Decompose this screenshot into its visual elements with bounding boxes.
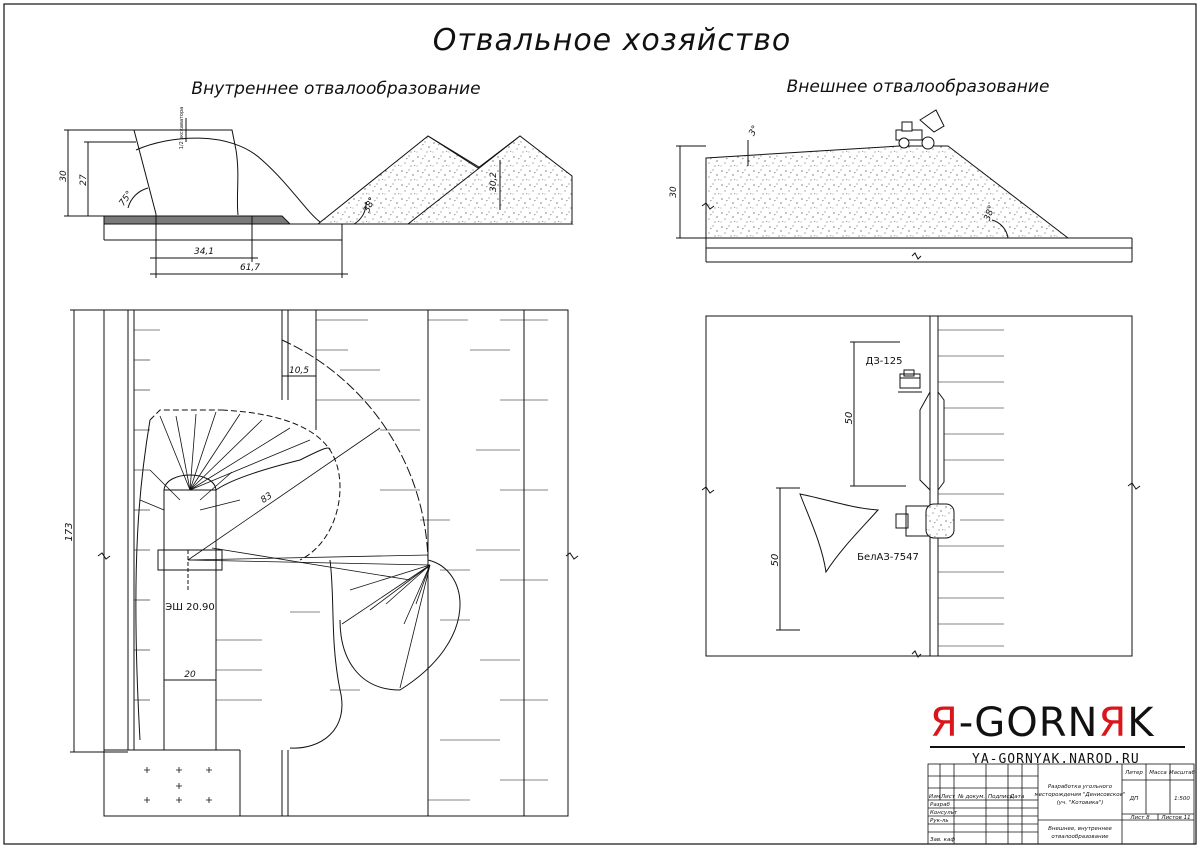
tb-project-2: месторождения "Денисовское": [1035, 792, 1126, 798]
left-section-title: Внутреннее отвалообразование: [191, 79, 480, 99]
logo-part-1: Я: [930, 700, 959, 746]
tb-rukov: Рук-ль: [930, 818, 949, 824]
dim-30-left: 30: [59, 170, 69, 182]
tb-podpis: Подпись: [988, 794, 1013, 800]
logo-part-3: Я: [1098, 700, 1128, 746]
logo-part-2: -GORN: [958, 700, 1099, 746]
dim-50-b: 50: [770, 554, 781, 567]
dim-173: 173: [64, 522, 75, 541]
tb-project-1: Разработка угольного: [1048, 784, 1113, 790]
logo-part-4: K: [1127, 700, 1155, 746]
bulldozer-icon: [895, 109, 945, 150]
logo-text: Я-GORNЯK: [930, 700, 1154, 746]
dim-30-2: 30,2: [489, 172, 499, 192]
dozer-icon: [898, 369, 922, 393]
title-block-text: Изм Лист № докум. Подпись Дата Разраб Ко…: [929, 770, 1196, 843]
dozer-label: ДЗ-125: [866, 356, 903, 367]
excavator-body: [163, 489, 217, 751]
excavator-label: ЭШ 20.90: [165, 602, 214, 613]
tb-h-litera: Литер: [1124, 770, 1143, 776]
coal-seam: [103, 215, 292, 225]
dim-61: 61,7: [240, 263, 260, 273]
dump-envelope: [221, 409, 341, 561]
slot-label: 1/2 экскаватора: [179, 107, 185, 149]
left-profile: [64, 118, 574, 278]
logo-underline: [930, 746, 1185, 748]
sheet-frame: [3, 3, 1197, 845]
turning-triangle: [799, 493, 880, 574]
tb-zavkaf: Зав. каф: [930, 837, 955, 843]
tb-litera: ДП: [1129, 796, 1138, 802]
angle-3: 3°: [747, 124, 761, 138]
tb-project-3: (уч. "Котовика"): [1057, 800, 1104, 806]
dim-30-right: 30: [669, 186, 679, 198]
tb-listov: Листов 11: [1160, 815, 1190, 821]
right-profile: [676, 109, 1133, 263]
dim-10-5: 10,5: [289, 366, 309, 376]
dim-83: 83: [259, 491, 274, 506]
right-section-title: Внешнее отвалообразование: [787, 77, 1050, 97]
dim-34: 34,1: [194, 247, 214, 257]
tb-razrab: Разраб: [930, 802, 950, 808]
tb-sheet-1: Внешнее, внутреннее: [1048, 826, 1112, 832]
truck-icon: [895, 503, 955, 539]
logo: Я-GORNЯK YA-GORNYAK.NAROD.RU: [930, 700, 1190, 770]
tb-h-masshtab: Масштаб: [1169, 770, 1196, 776]
tb-h-massa: Масса: [1149, 770, 1167, 776]
tb-ndokum: № докум.: [957, 794, 985, 800]
tb-sheet-2: отвалообразование: [1051, 834, 1109, 840]
marks-grid: [144, 767, 212, 803]
radius-arc: [281, 339, 429, 561]
title-block: [927, 763, 1195, 845]
bench-lines-right: [216, 319, 548, 801]
truck-label: БелАЗ-7547: [857, 552, 919, 563]
external-dump: [705, 145, 1070, 239]
tb-data: Дата: [1009, 794, 1025, 800]
right-bench-lines: [938, 329, 1004, 647]
main-title: Отвальное хозяйство: [433, 23, 792, 58]
left-plan: [70, 309, 579, 817]
angle-75: 75°: [118, 189, 135, 208]
dim-20: 20: [184, 670, 196, 680]
boom-fan: [187, 427, 431, 689]
logo-url: YA-GORNYAK.NAROD.RU: [972, 752, 1140, 767]
dim-50-a: 50: [844, 412, 855, 425]
dim-27: 27: [79, 174, 89, 186]
tb-izm: Изм: [929, 794, 940, 800]
tb-konsult: Консульт: [930, 810, 958, 816]
bench-lines-left: [134, 329, 160, 701]
excavator-fan: [139, 411, 311, 511]
tb-masshtab: 1:500: [1174, 796, 1190, 802]
tb-list-col: Лист: [940, 794, 956, 800]
tb-list: Лист 8: [1129, 815, 1150, 821]
right-plan: [701, 315, 1141, 658]
spoil-pile-2: [406, 135, 573, 225]
